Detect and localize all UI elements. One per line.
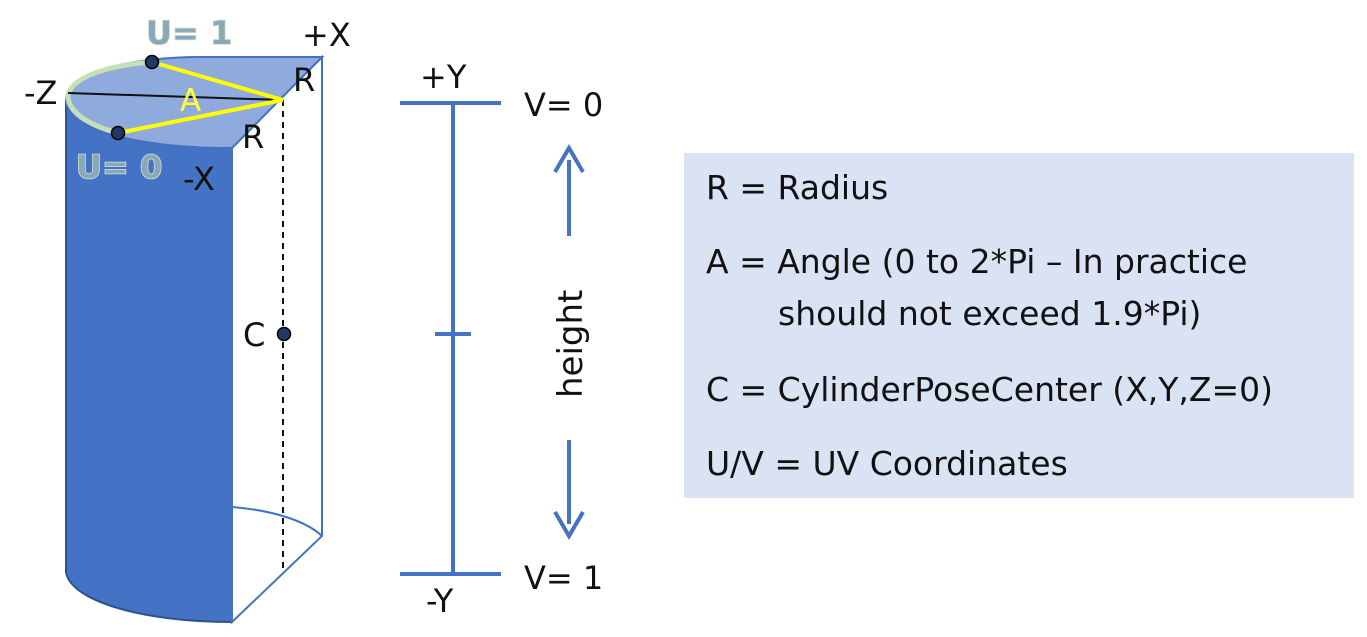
down-arrow-head <box>553 510 585 540</box>
center-point <box>276 326 292 342</box>
radius-line-top <box>151 60 284 102</box>
radius-line-bottom <box>117 98 284 135</box>
legend-angle-line1: A = Angle (0 to 2*Pi – In practice <box>706 242 1248 281</box>
uv-arc <box>65 59 153 136</box>
angle-label: A <box>180 83 201 119</box>
z-axis-line <box>67 92 284 101</box>
up-arrow-head <box>553 144 585 174</box>
legend-box: R = Radius A = Angle (0 to 2*Pi – In pra… <box>684 153 1354 498</box>
v1-label: V= 1 <box>524 559 603 597</box>
plus-y-label: +Y <box>420 58 467 96</box>
height-label: height <box>551 290 591 398</box>
center-label: C <box>243 316 265 354</box>
minus-y-label: -Y <box>426 582 454 620</box>
legend-center: C = CylinderPoseCenter (X,Y,Z=0) <box>706 370 1274 409</box>
plus-x-label: +X <box>302 16 351 54</box>
minus-z-label: -Z <box>24 74 57 112</box>
v0-label: V= 0 <box>524 86 603 124</box>
legend-radius: R = Radius <box>706 168 889 207</box>
u0-point <box>110 125 126 141</box>
legend-angle: A = Angle (0 to 2*Pi – In practice shoul… <box>706 237 1354 341</box>
u0-label: U= 0 <box>76 148 162 186</box>
legend-angle-line2: should not exceed 1.9*Pi) <box>778 294 1202 333</box>
u1-label: U= 1 <box>146 14 232 52</box>
radius-label-top: R <box>293 61 315 99</box>
legend-uv: U/V = UV Coordinates <box>706 444 1068 483</box>
radius-label-bottom: R <box>242 118 264 156</box>
bottom-arc <box>231 506 323 537</box>
u1-point <box>144 54 160 70</box>
minus-x-label: -X <box>183 160 215 198</box>
